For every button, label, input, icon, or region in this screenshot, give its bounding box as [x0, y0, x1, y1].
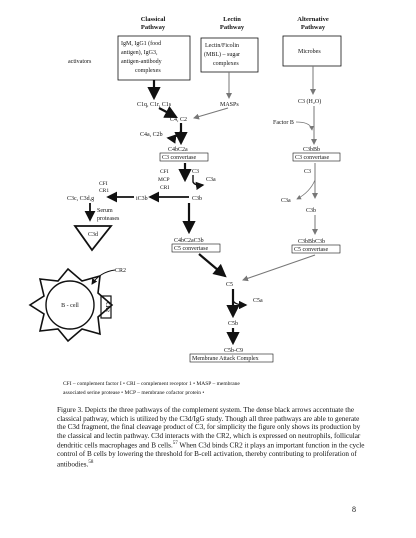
regulator-cri: CRI: [160, 185, 169, 191]
factor-b-arrow: [295, 121, 314, 131]
serum-proteases-line1: Serum: [97, 208, 113, 214]
c4bc2ac3b-label: C4bC2aC3b: [174, 238, 204, 244]
cfi-label: CFI: [99, 181, 108, 187]
figure-caption: Figure 3. Depicts the three pathways of …: [57, 406, 367, 469]
c3-right-label: C3: [304, 169, 311, 175]
cr2-receptor-box: [100, 295, 112, 319]
legend-line-1: CFI – complement factor I • CRI – comple…: [63, 380, 240, 387]
c5b-label: C5b: [228, 321, 238, 327]
c3bbb-label: C3bBb: [303, 147, 320, 153]
b-cell-star: [28, 267, 114, 343]
c3d-label: C3d: [88, 232, 98, 238]
arrow-left-to-c5: [198, 253, 227, 278]
svg-text:complexes: complexes: [213, 61, 239, 67]
serum-proteases-line2: proteases: [97, 216, 120, 222]
caption-ref-57: 57: [172, 441, 178, 447]
alternative-activator-box: [282, 35, 342, 67]
arrow-right-to-c5: [242, 254, 316, 282]
cr2-pointer-arrow: [91, 269, 116, 285]
arrow-to-c4a-c2b: [166, 123, 182, 144]
svg-text:Alternative: Alternative: [297, 16, 329, 23]
cr2-receptor-label: CR2: [104, 302, 109, 312]
c3b-center-label: C3b: [192, 196, 202, 202]
svg-text:complexes: complexes: [135, 68, 161, 74]
c5b-c9-label: C5b-C9: [224, 348, 243, 354]
c3-convertase-left-box: [159, 152, 209, 162]
arrow-masps-to-c4c2: [193, 107, 229, 120]
lectin-pathway-title: Lectin Pathway: [220, 16, 245, 31]
c4a-c2b-label: C4a, C2b: [140, 132, 163, 138]
svg-text:Lectin/Ficolin: Lectin/Ficolin: [205, 43, 239, 49]
c3-convertase-left-label: C3 convertase: [162, 155, 196, 161]
c5-label: C5: [226, 282, 233, 288]
svg-text:(MBL) – sugar: (MBL) – sugar: [204, 51, 240, 58]
svg-text:antigen), IgG3,: antigen), IgG3,: [121, 49, 158, 56]
c3b-right-label: C3b: [306, 208, 316, 214]
caption-text-part2: When C3d binds CR2 it plays an important…: [57, 441, 365, 469]
mac-box: [189, 353, 274, 363]
c3a-center-label: C3a: [206, 177, 216, 183]
regulator-cfi: CFI: [160, 169, 169, 175]
c3a-right-label: C3a: [281, 198, 291, 204]
c4c2-label: C4, C2: [170, 117, 187, 123]
svg-text:Microbes: Microbes: [298, 49, 321, 55]
activators-label: activators: [68, 59, 92, 65]
c5-convertase-right-label: C5 convertase: [294, 247, 328, 253]
classical-pathway-title: Classical Pathway: [141, 16, 166, 31]
arrow-to-c3a-right: [296, 179, 316, 200]
c1-label: C1q, C1r, C1s: [137, 102, 172, 108]
cr1-label: CR1: [99, 188, 109, 194]
ic3b-label: iC3b: [136, 196, 148, 202]
svg-text:antigen-antibody: antigen-antibody: [121, 59, 162, 65]
c3-convertase-right-label: C3 convertase: [295, 155, 329, 161]
c5-convertase-right-box: [291, 244, 341, 254]
page-number: 8: [352, 505, 356, 514]
cr2-label: CR2: [115, 268, 126, 274]
legend-line-2: associated serine protease • MCP – membr…: [63, 389, 204, 396]
b-cell-label: B - cell: [61, 303, 79, 309]
complement-pathways-diagram: Classical Pathway Lectin Pathway Alterna…: [28, 16, 342, 396]
mac-label: Membrane Attack Complex: [192, 356, 259, 362]
arrow-to-c3a-center: [192, 175, 205, 191]
c5-convertase-left-box: [171, 243, 221, 253]
svg-text:IgM, IgG1 (food: IgM, IgG1 (food: [121, 40, 161, 47]
arrow-c1-to-c4c2: [158, 106, 178, 119]
c3bbbc3b-label: C3bBbC3b: [298, 239, 325, 245]
arrow-to-c5a: [232, 291, 248, 310]
c3d-triangle: [73, 225, 113, 252]
c5-convertase-left-label: C5 convertase: [174, 246, 208, 252]
c3h2o-label: C3 (H₂O): [298, 98, 321, 105]
factor-b-label: Factor B: [273, 120, 294, 126]
c3c-c3dg-label: C3c, C3d,g: [67, 196, 94, 202]
svg-text:Pathway: Pathway: [220, 24, 245, 31]
c5a-label: C5a: [253, 298, 263, 304]
c4bc2a-label: C4bC2a: [168, 147, 188, 153]
c3-center-label: C3: [192, 169, 199, 175]
svg-text:Pathway: Pathway: [141, 24, 166, 31]
alternative-pathway-title: Alternative Pathway: [297, 16, 329, 31]
b-cell-nucleus: [45, 280, 95, 330]
svg-text:Pathway: Pathway: [301, 24, 326, 31]
c3-convertase-right-box: [292, 152, 341, 162]
caption-ref-58: 58: [88, 459, 94, 465]
svg-text:Classical: Classical: [141, 16, 166, 23]
svg-text:Lectin: Lectin: [223, 16, 241, 23]
masps-label: MASPs: [220, 102, 239, 108]
caption-text-part1: Figure 3. Depicts the three pathways of …: [57, 406, 361, 450]
regulator-mcp: MCP: [158, 177, 170, 183]
